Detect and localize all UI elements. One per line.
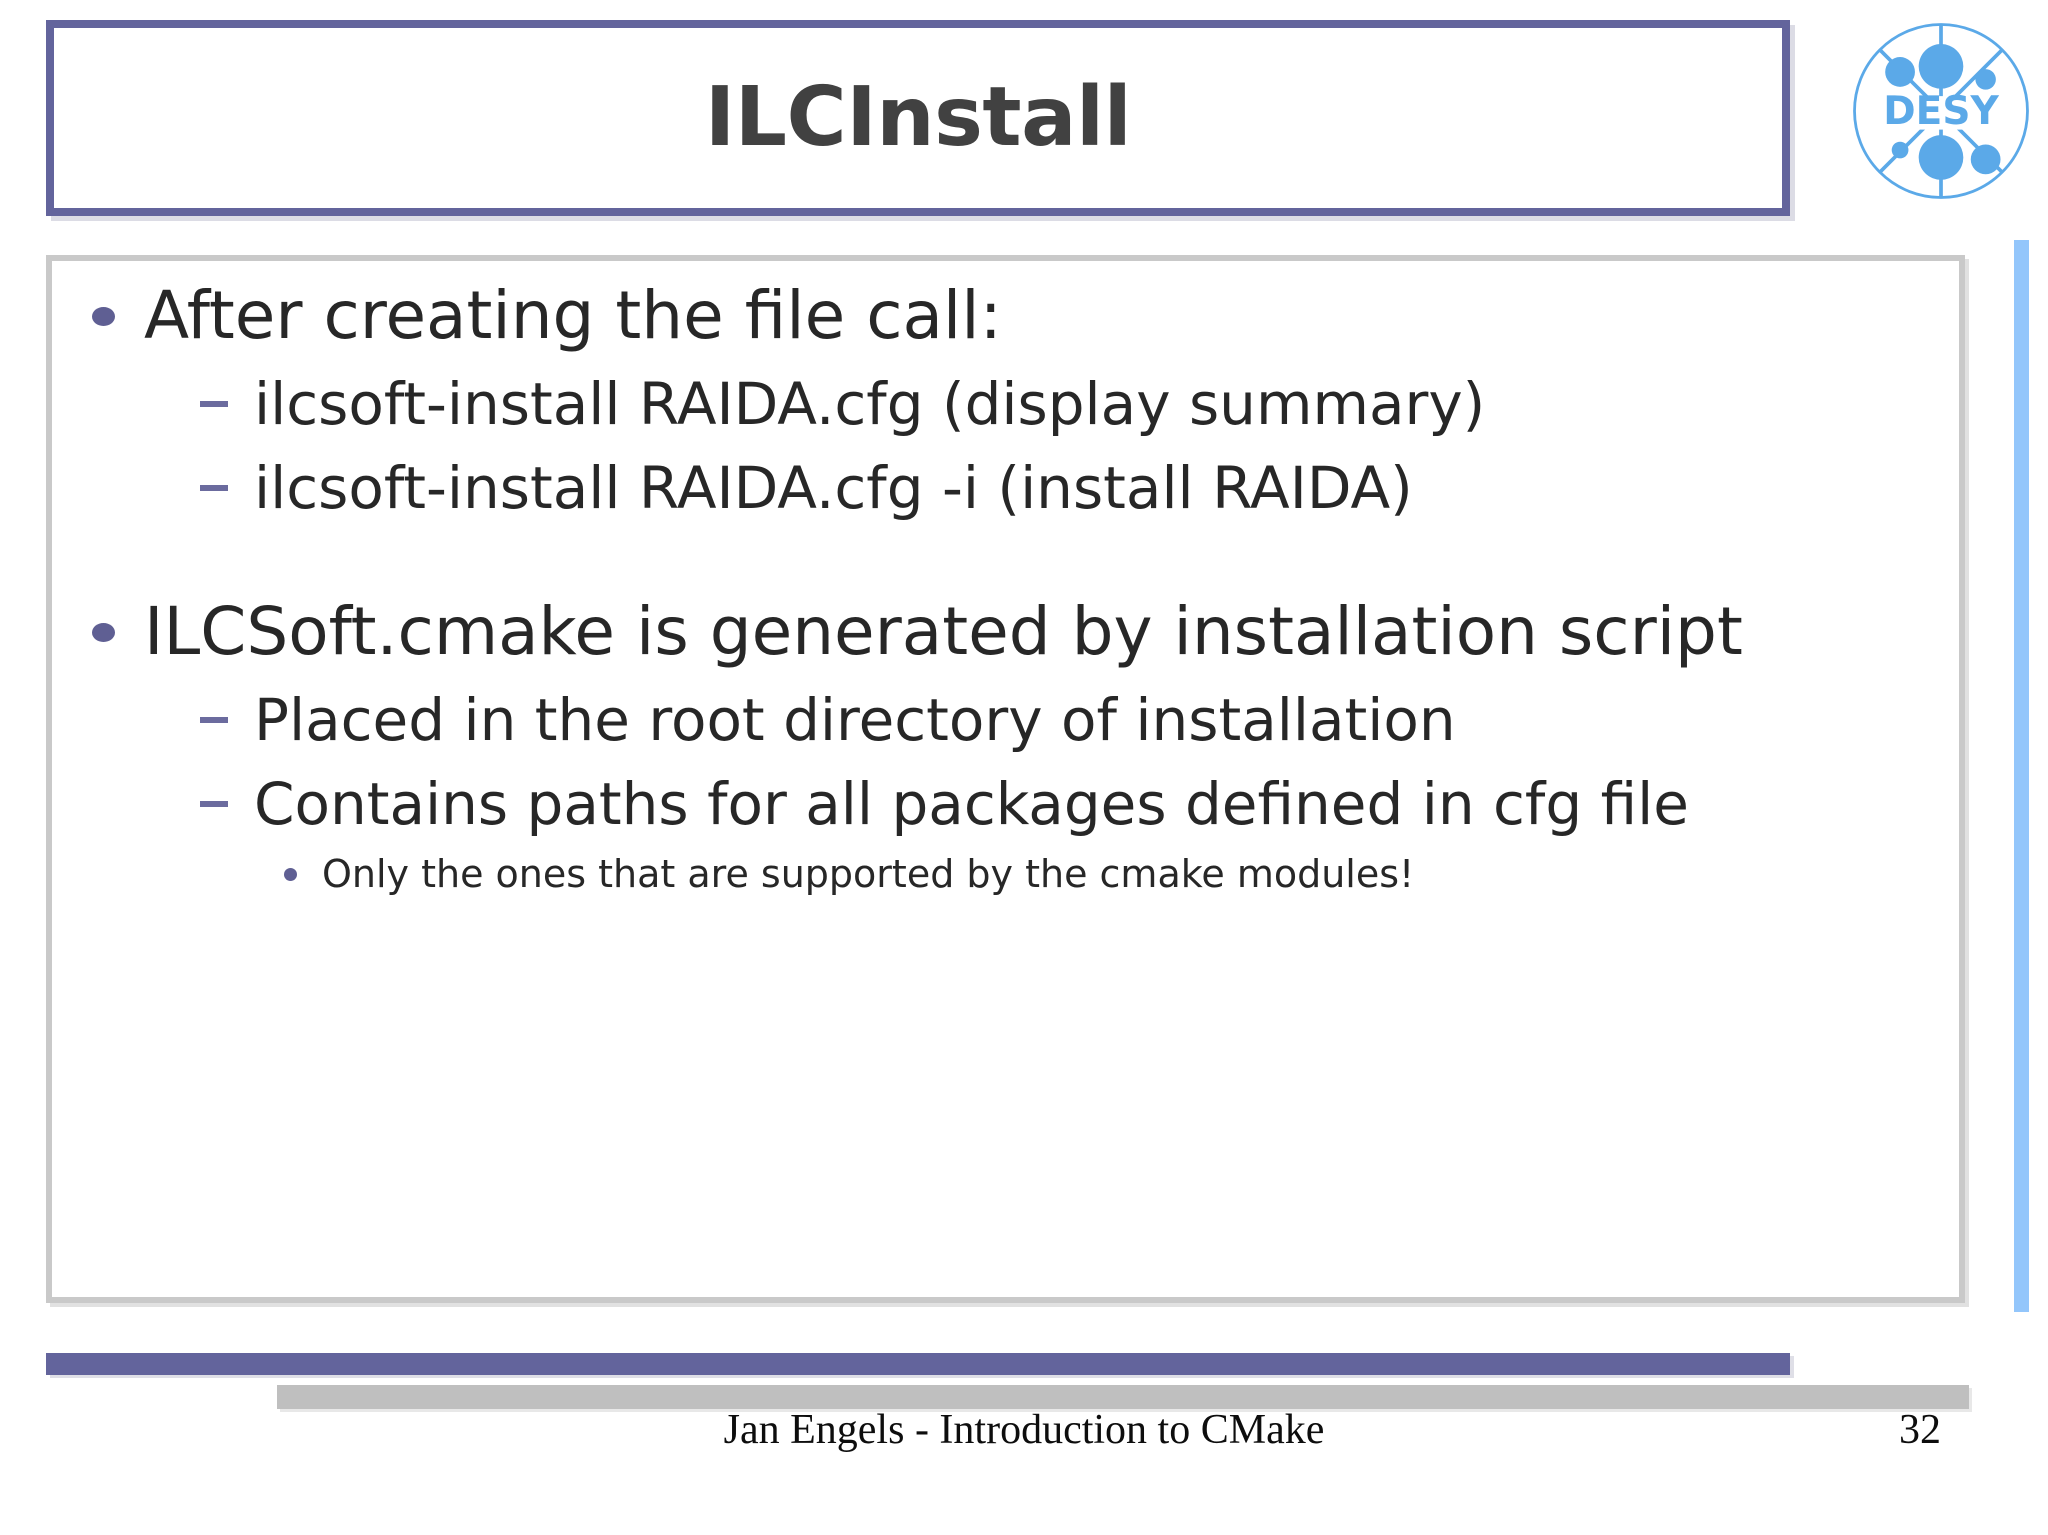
slide-title-box: ILCInstall — [46, 20, 1790, 216]
bullet-spacer — [70, 531, 1941, 589]
bullet-item-level-1: After creating the file call: — [70, 273, 1941, 359]
bullet-item-level-2: Contains paths for all packages defined … — [70, 763, 1941, 845]
bullet-dash-icon — [200, 447, 254, 529]
bullet-dot-icon — [92, 273, 144, 359]
bullet-item-level-2: Placed in the root directory of installa… — [70, 679, 1941, 761]
bullet-item-level-1: ILCSoft.cmake is generated by installati… — [70, 589, 1941, 675]
right-accent-bar — [2014, 240, 2029, 1312]
bullet-dash-icon — [200, 763, 254, 845]
bullet-dot-icon-shape — [92, 622, 115, 642]
bullet-small-dot-icon-shape — [284, 867, 297, 881]
bullet-dot-icon-shape — [92, 306, 115, 326]
bullet-text: After creating the file call: — [144, 277, 1002, 354]
footer-text: Jan Engels - Introduction to CMake — [723, 1407, 1325, 1453]
bullet-dash-icon — [200, 679, 254, 761]
bullet-text: ilcsoft-install RAIDA.cfg (display summa… — [254, 370, 1486, 438]
bullet-dash-icon-shape — [200, 717, 228, 723]
page-number: 32 — [1899, 1407, 1941, 1453]
bullet-dash-icon-shape — [200, 485, 228, 491]
page-title: ILCInstall — [704, 70, 1132, 165]
bullet-item-level-3: Only the ones that are supported by the … — [70, 847, 1941, 901]
bullet-item-level-2: ilcsoft-install RAIDA.cfg -i (install RA… — [70, 447, 1941, 529]
desy-logo: DESY — [1848, 18, 2034, 204]
bullet-item-level-2: ilcsoft-install RAIDA.cfg (display summa… — [70, 363, 1941, 445]
slide-content-box: After creating the file call: ilcsoft-ins… — [46, 255, 1965, 1303]
bullet-dot-icon — [92, 589, 144, 675]
desy-logo-text: DESY — [1883, 89, 1999, 134]
bullet-dash-icon-shape — [200, 401, 228, 407]
footer-purple-bar — [46, 1353, 1790, 1375]
bullet-list: After creating the file call: ilcsoft-ins… — [70, 273, 1941, 901]
bullet-small-dot-icon — [284, 847, 322, 901]
bullet-text: ilcsoft-install RAIDA.cfg -i (install RA… — [254, 454, 1413, 522]
bullet-text: Contains paths for all packages defined … — [254, 770, 1689, 838]
footer-gray-bar — [277, 1385, 1969, 1409]
bullet-text: Placed in the root directory of installa… — [254, 686, 1456, 754]
bullet-dash-icon — [200, 363, 254, 445]
bullet-text: Only the ones that are supported by the … — [322, 852, 1415, 896]
bullet-text: ILCSoft.cmake is generated by installati… — [144, 593, 1743, 670]
bullet-dash-icon-shape — [200, 801, 228, 807]
